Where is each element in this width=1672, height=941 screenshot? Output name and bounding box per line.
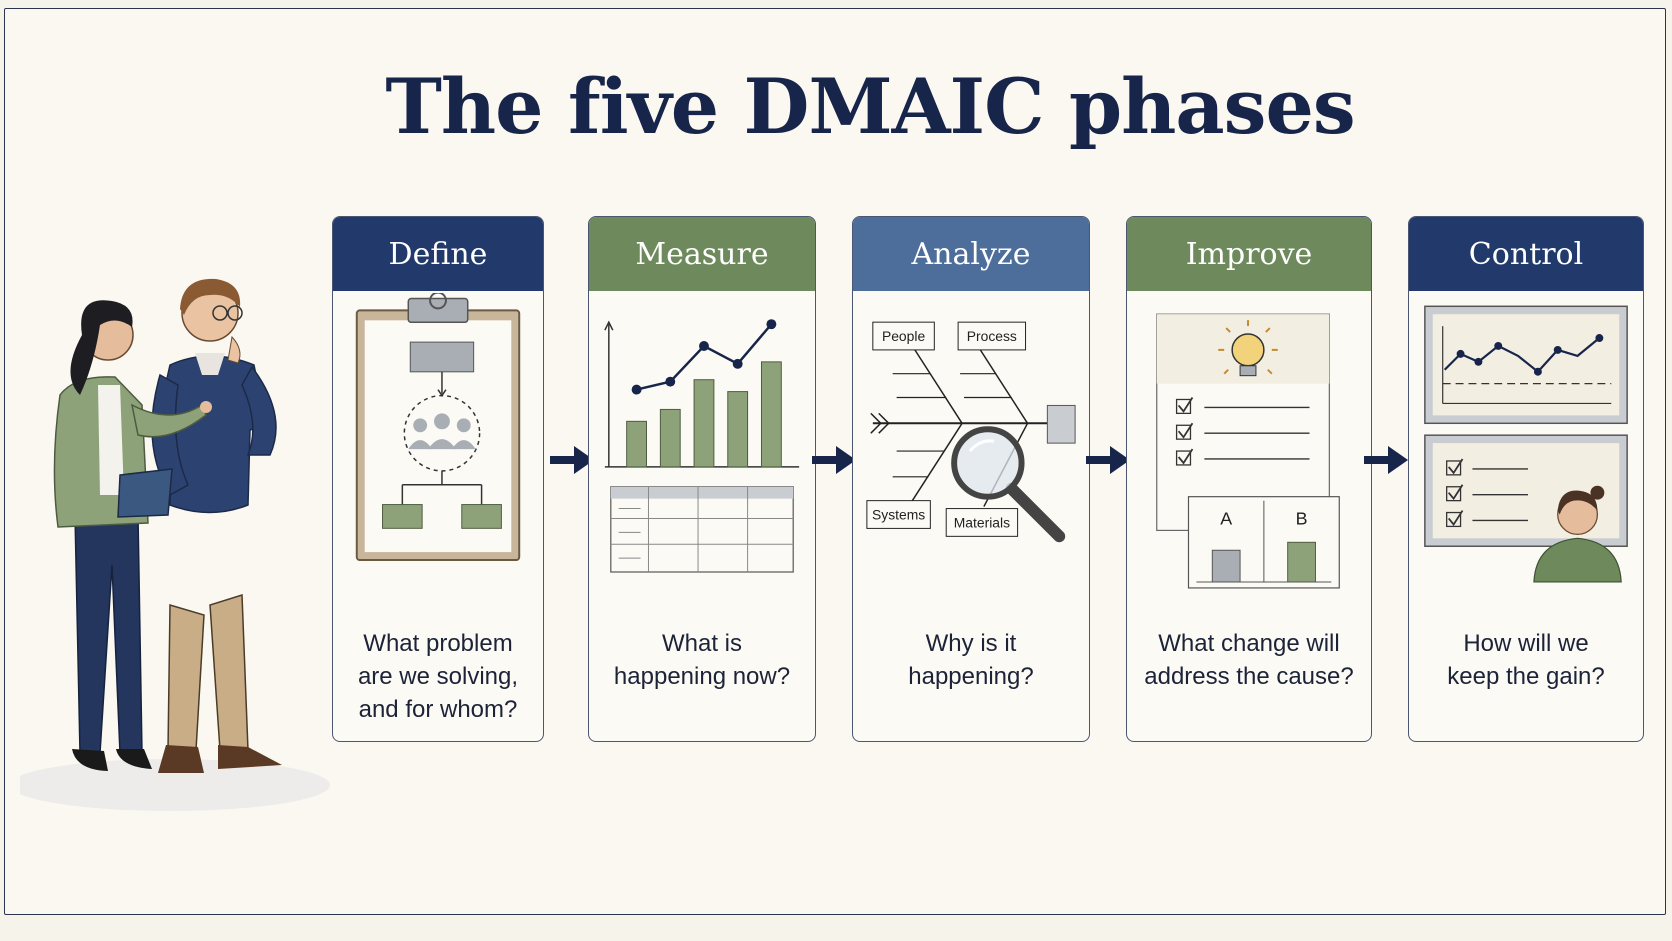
phase-question-analyze: Why is it happening? (908, 630, 1034, 690)
fishbone-label-process: Process (967, 328, 1017, 344)
fishbone-diagram-icon: People Process Systems Materials (866, 321, 1076, 537)
phase-card-analyze: Analyze People Process Systems Materials (852, 216, 1090, 742)
phase-header-control: Control (1409, 217, 1643, 291)
ab-test-chart-icon: A B (1187, 496, 1340, 589)
data-table-icon (610, 486, 794, 573)
arrow-right-icon (812, 446, 856, 474)
measure-illustration (604, 319, 800, 573)
phase-question-define: What problem are we solving, and for who… (357, 630, 519, 723)
lightbulb-icon (1218, 320, 1278, 377)
people-illustration (20, 278, 330, 811)
checklist-icon (1446, 458, 1528, 528)
checklist-icon (1175, 397, 1310, 466)
phase-header-analyze: Analyze (853, 217, 1089, 291)
fishbone-label-materials: Materials (954, 514, 1010, 530)
control-illustration (1424, 305, 1628, 583)
improve-illustration: A B (1156, 313, 1340, 589)
analyze-illustration: People Process Systems Materials (866, 321, 1076, 543)
bar-line-chart-icon (604, 319, 800, 468)
phase-header-measure: Measure (589, 217, 815, 291)
arrow-right-icon (1086, 446, 1130, 474)
phase-question-improve: What change will address the cause? (1144, 630, 1354, 690)
phase-card-improve: Improve A (1126, 216, 1372, 742)
arrow-right-icon (1364, 446, 1408, 474)
fishbone-label-systems: Systems (872, 506, 925, 522)
man-figure (151, 278, 282, 773)
magnifying-glass-icon (951, 426, 1066, 543)
arrow-right-icon (550, 446, 594, 474)
page-title: The five DMAIC phases (385, 62, 1355, 151)
phase-card-measure: Measure (588, 216, 816, 742)
phase-header-improve: Improve (1127, 217, 1371, 291)
person-icon (1533, 485, 1622, 583)
define-illustration (355, 293, 521, 562)
woman-figure (53, 300, 212, 771)
people-group-icon (403, 394, 481, 472)
phase-card-define: Define What problem are we solving, and … (332, 216, 544, 742)
ab-label-a: A (1220, 508, 1232, 528)
phase-header-define: Define (333, 217, 543, 291)
phase-question-control: How will we keep the gain? (1447, 630, 1605, 690)
fishbone-label-people: People (882, 328, 925, 344)
phase-card-control: Control (1408, 216, 1644, 742)
ab-label-b: B (1296, 508, 1308, 528)
phase-question-measure: What is happening now? (613, 630, 791, 690)
flowchart-icon (382, 341, 502, 529)
control-chart-icon (1424, 305, 1628, 425)
